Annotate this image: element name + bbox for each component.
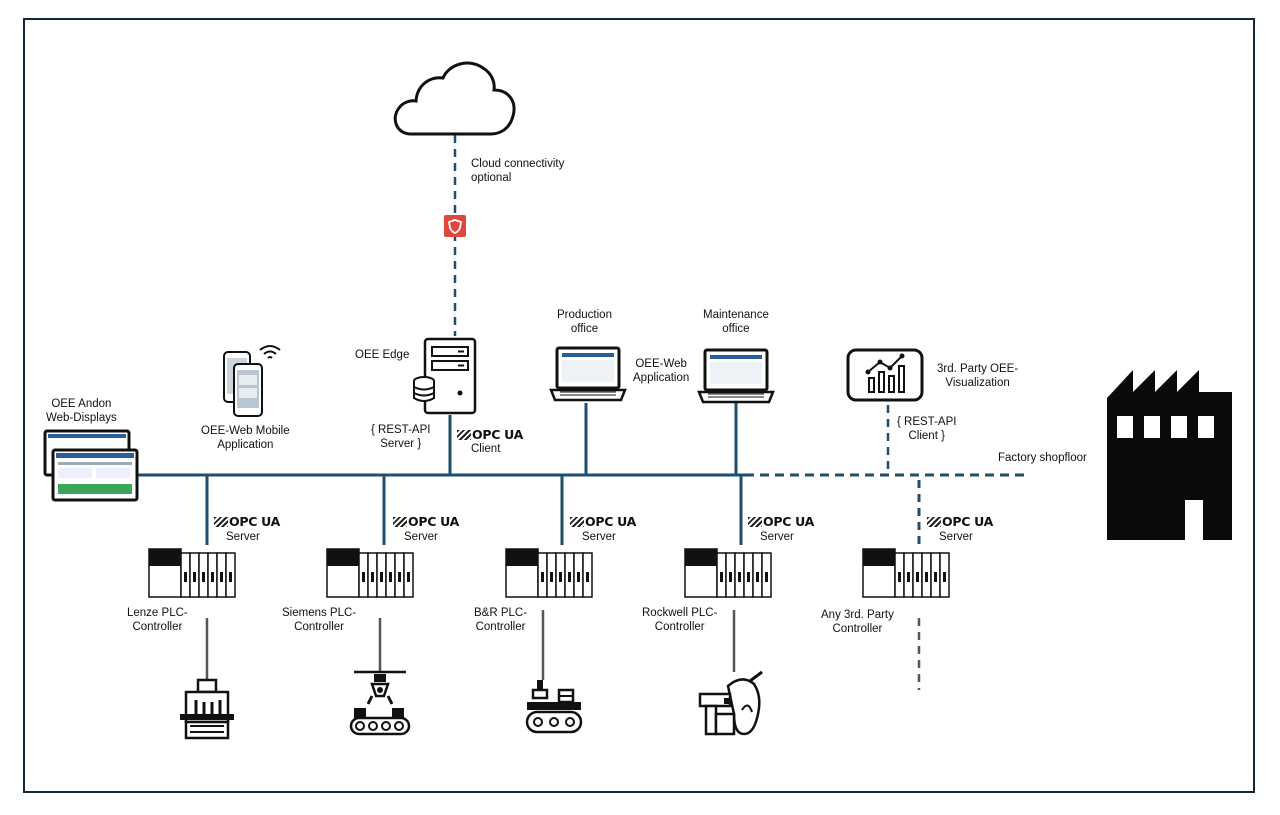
lenze-plc-rack-icon: [148, 548, 236, 598]
lenze-opc-ua-logo: OPC UA: [214, 514, 280, 529]
maintenance-laptop-icon: [697, 348, 775, 404]
br-opc-role: Server: [582, 531, 616, 543]
third-party-opc-role: Server: [939, 531, 973, 543]
edge-opc-ua-logo: OPC UA: [457, 427, 523, 442]
siemens-controller-label: Siemens PLC-Controller: [282, 607, 357, 633]
siemens-opc-ua-logo: OPC UA: [393, 514, 459, 529]
rockwell-plc-rack-icon: [684, 548, 772, 598]
rockwell-opc-ua-logo: OPC UA: [748, 514, 814, 529]
server-icon: [423, 337, 477, 415]
br-opc-ua-logo: OPC UA: [570, 514, 636, 529]
third-party-plc-rack-icon: [862, 548, 950, 598]
br-plc-rack-icon: [505, 548, 593, 598]
packaging-conveyor-icon: [525, 680, 583, 734]
andon-display-icon: [43, 429, 139, 502]
br-controller-label: B&R PLC-Controller: [474, 607, 528, 633]
siemens-opc-role: Server: [404, 531, 438, 543]
factory-label: Factory shopfloor: [998, 452, 1087, 464]
rockwell-opc-role: Server: [760, 531, 794, 543]
edge-opc-role: Client: [471, 443, 501, 455]
edge-title: OEE Edge: [355, 349, 410, 361]
lenze-controller-label: Lenze PLC-Controller: [127, 607, 188, 633]
production-laptop-icon: [549, 346, 627, 402]
third-party-vis-label: 3rd. Party OEE-Visualization: [937, 363, 1019, 389]
diagram-frame: [23, 18, 1255, 793]
analytics-chart-icon: [846, 348, 924, 402]
database-icon: [413, 376, 435, 402]
firewall-icon: [444, 215, 466, 237]
press-machine-icon: [698, 670, 763, 736]
factory-icon: [1107, 370, 1232, 540]
third-party-opc-ua-logo: OPC UA: [927, 514, 993, 529]
siemens-plc-rack-icon: [326, 548, 414, 598]
robot-conveyor-icon: [349, 670, 411, 736]
filling-machine-icon: [180, 678, 234, 740]
rockwell-controller-label: Rockwell PLC-Controller: [642, 607, 718, 633]
mobile-phones-icon: [223, 345, 281, 417]
cloud-icon: [393, 61, 516, 136]
lenze-opc-role: Server: [226, 531, 260, 543]
